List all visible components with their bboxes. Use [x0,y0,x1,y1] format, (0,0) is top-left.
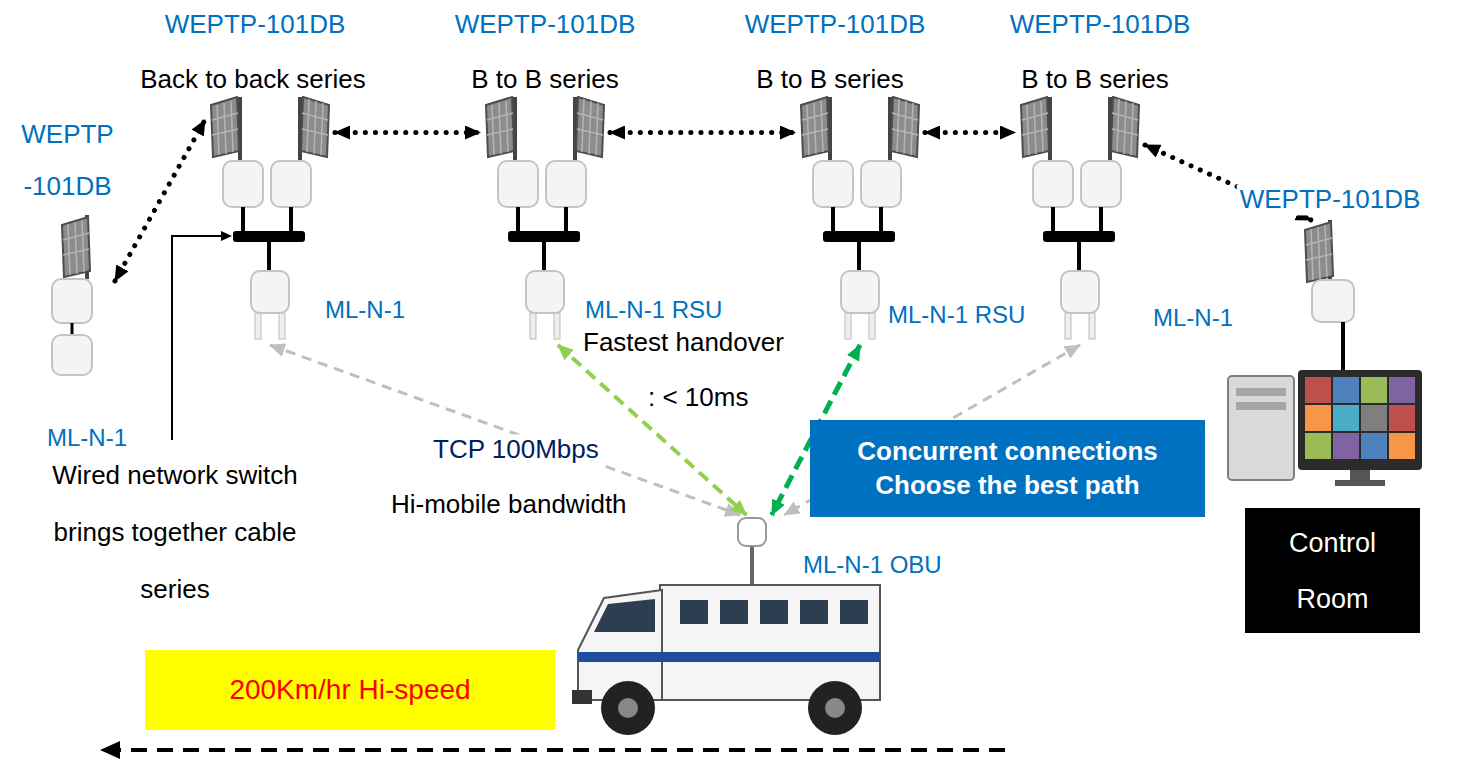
device-label: WEPTP-101DB [452,9,639,40]
link-connector [335,130,480,135]
box-text: Control Room [1285,515,1380,627]
link-connector [115,120,205,281]
vehicle-unit: ML-N-1 OBU [570,515,885,740]
station-f-drawing [1305,220,1354,322]
relay-station: WEPTP -101DBML-N-1 [40,215,115,380]
illustration-part [1228,376,1294,480]
box-text: Concurrent connections Choose the best p… [826,435,1189,503]
station-a-drawing [52,215,92,375]
relay-station: WEPTP-101DB [1290,220,1360,325]
series-label: Back to back series [137,64,368,95]
box-text: 200Km/hr Hi-speed [161,673,539,707]
illustration-part [1389,433,1415,459]
illustration-part [1333,377,1359,403]
device-label: WEPTP-101DB [162,9,349,40]
station-b-drawing [211,97,329,339]
motion-arrow [100,741,1005,759]
note-label: TCP 100Mbps [430,434,602,465]
illustration-part [601,681,655,735]
illustration-part [1333,405,1359,431]
illustration-part [825,698,845,718]
illustration-part [750,544,754,586]
illustration-part [118,748,1005,752]
illustration-part [1389,377,1415,403]
relay-station: WEPTP-101DBB to B seriesML-N-1 RSU [795,95,925,345]
device-label: ML-N-1 RSU [582,296,725,325]
relay-station: WEPTP-101DBBack to back seriesML-N-1 [205,95,335,345]
illustration-part [660,585,880,700]
illustration-part [680,600,708,624]
relay-station: WEPTP-101DBB to B seriesML-N-1 [1015,95,1145,345]
illustration-part [172,236,222,440]
illustration-part [720,600,748,624]
illustration-part [1305,433,1331,459]
illustration-part [594,599,655,632]
illustration-part [1335,480,1385,486]
illustration-part [1361,377,1387,403]
note-label: : < 10ms [645,382,751,413]
device-label: WEPTP-101DB [742,9,929,40]
illustration-part [738,518,766,546]
speed-box: 200Km/hr Hi-speed [145,650,555,730]
switch-leader [172,231,232,440]
device-label: ML-N-1 RSU [885,301,1028,330]
link-connector [610,130,795,135]
illustration-part [1389,405,1415,431]
illustration-part [1305,377,1331,403]
link-connector [925,130,1015,135]
illustration-part [1236,388,1286,396]
illustration-part [808,681,862,735]
illustration-part [1361,405,1387,431]
device-label: WEPTP -101DB [10,108,125,212]
device-label: WEPTP-101DB [1237,184,1424,215]
device-label: ML-N-1 OBU [800,551,945,580]
illustration-part [572,690,592,704]
callout-box: Concurrent connections Choose the best p… [810,420,1205,517]
station-e-drawing [1021,97,1139,339]
illustration-part [221,231,232,241]
illustration-part [1361,433,1387,459]
illustration-part [578,652,880,662]
relay-station: WEPTP-101DBB to B seriesML-N-1 RSU [480,95,610,345]
computer [1228,370,1422,486]
cable [1341,322,1345,372]
illustration-part [1350,470,1370,480]
illustration-part [1236,402,1286,410]
illustration-part [618,698,638,718]
control-room-box: Control Room [1245,508,1420,633]
illustration-part [1305,405,1331,431]
illustration-part [100,741,120,759]
illustration-part [840,600,868,624]
series-label: B to B series [468,64,621,95]
illustration-part [1333,433,1359,459]
illustration-part [800,600,828,624]
note-label: Hi-mobile bandwidth [388,489,630,520]
device-label: ML-N-1 [322,296,408,325]
note-label: Fastest handover [580,327,787,358]
device-label: ML-N-1 [1150,304,1236,333]
device-label: WEPTP-101DB [1007,9,1194,40]
series-label: B to B series [1018,64,1171,95]
illustration-part [1298,370,1422,470]
note-label: Wired network switch brings together cab… [20,447,330,618]
series-label: B to B series [753,64,906,95]
illustration-part [760,600,788,624]
